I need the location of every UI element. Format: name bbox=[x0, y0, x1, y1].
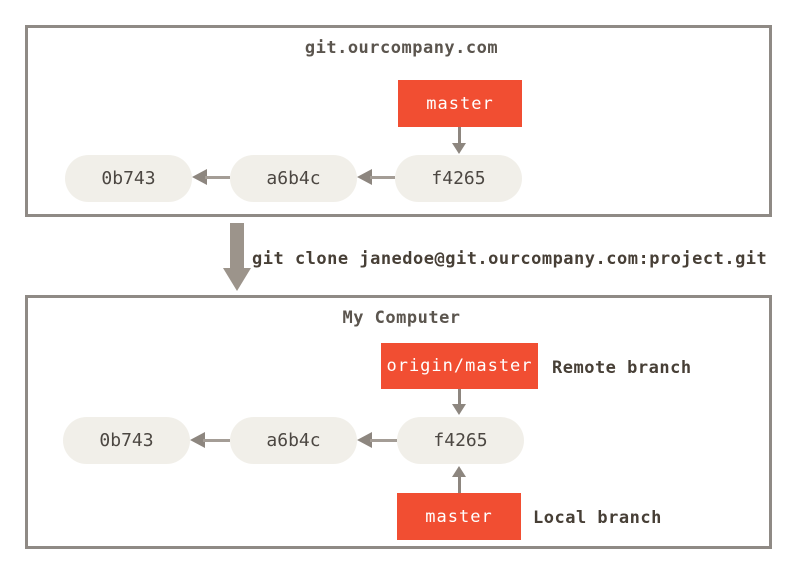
remote-branch-annotation: Remote branch bbox=[552, 358, 692, 378]
remote-branch-tag-origin-master: origin/master bbox=[381, 343, 538, 389]
local-repo-box bbox=[25, 295, 772, 549]
server-repo-title: git.ourcompany.com bbox=[304, 38, 499, 58]
clone-command-text: git clone janedoe@git.ourcompany.com:pro… bbox=[252, 249, 768, 269]
local-commit-node-a6b4c: a6b4c bbox=[230, 417, 357, 464]
server-commit-node-0b743: 0b743 bbox=[65, 155, 192, 202]
local-commit-node-f4265: f4265 bbox=[397, 417, 524, 464]
server-commit-node-f4265: f4265 bbox=[395, 155, 522, 202]
local-branch-annotation: Local branch bbox=[533, 508, 662, 528]
local-commit-node-0b743: 0b743 bbox=[63, 417, 190, 464]
server-master-branch-tag: master bbox=[398, 80, 522, 127]
local-master-branch-tag: master bbox=[397, 493, 521, 540]
server-repo-box bbox=[25, 25, 772, 217]
server-commit-node-a6b4c: a6b4c bbox=[230, 155, 357, 202]
local-repo-title: My Computer bbox=[342, 308, 461, 328]
